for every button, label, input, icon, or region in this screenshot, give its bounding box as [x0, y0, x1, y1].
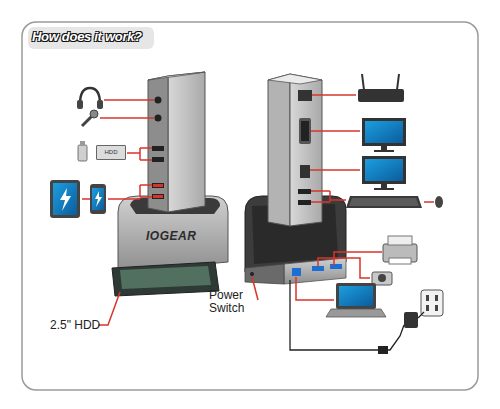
- left-dock: [112, 72, 228, 296]
- diagram-title: How does it work?: [32, 29, 142, 44]
- node-text: HDD: [105, 149, 118, 156]
- leader-lines: [252, 95, 434, 300]
- right-dock: [245, 74, 346, 284]
- hdd-icon: HDD: [96, 145, 126, 160]
- hdd-callout: 2.5" HDD: [50, 318, 100, 332]
- switch-callout: Power Switch: [209, 289, 259, 315]
- plug-cable: [418, 312, 424, 318]
- leader-lines: [82, 100, 154, 325]
- cable-ferrite: [378, 346, 388, 354]
- right-peripherals: [326, 74, 443, 328]
- power-cable: [290, 280, 404, 350]
- brand-logo: IOGEAR: [146, 229, 196, 243]
- title-badge: [28, 27, 154, 49]
- frame: [22, 22, 478, 390]
